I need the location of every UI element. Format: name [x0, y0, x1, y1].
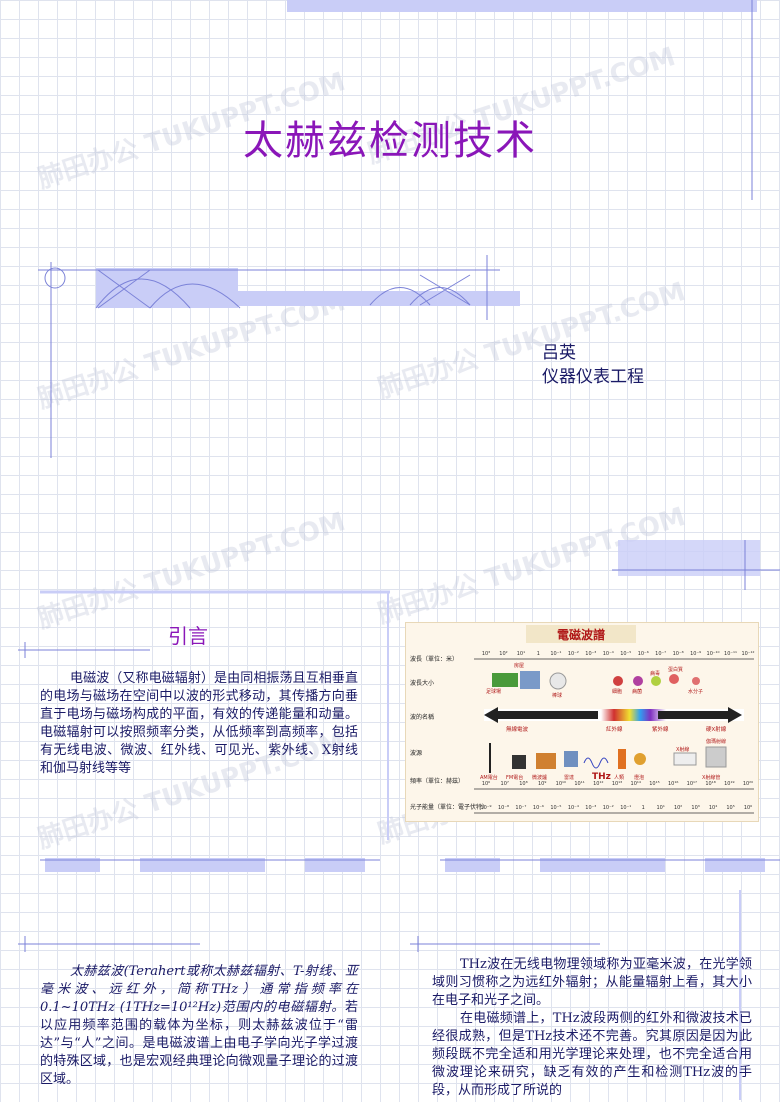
row-label-source: 波源 [410, 749, 422, 757]
slide1-decoration [38, 0, 757, 458]
source-bulb: 燈泡 [634, 774, 644, 781]
thz-properties-paragraph: THz波在无线电物理领域称为亚毫米波，在光学领域则习惯称之为远红外辐射；从能量辐… [432, 956, 752, 1100]
frequency-tick: 10¹³ [612, 781, 622, 787]
source-radar: 雷達 [564, 774, 574, 781]
frequency-tick: 10¹⁷ [687, 781, 697, 787]
em-spectrum-figure: 電磁波譜 波長（單位：米） 波長大小 波的名稱 波源 頻率（單位：赫茲） 光子能… [405, 622, 759, 822]
author-block: 吕英 仪器仪表工程 [542, 341, 644, 389]
frequency-tick: 10¹⁰ [556, 781, 566, 787]
thz-definition-paragraph: 太赫兹波(Terahert或称太赫兹辐射、T-射线、亚毫米波、远红外，简称THz… [40, 963, 358, 1089]
frequency-tick: 10⁹ [538, 781, 546, 787]
source-human: 人類 [614, 774, 624, 781]
thz-definition-rest: 若以应用频率范围的载体为坐标，则太赫兹波位于“雷达”与“人”之间。是电磁波谱上由… [40, 1000, 358, 1087]
source-fm: FM電台 [506, 774, 523, 781]
author-department: 仪器仪表工程 [542, 367, 644, 387]
thz-properties-p2: 在电磁频谱上，THz波段两侧的红外和微波技术已经很成熟，但是THz技术还不完善。… [432, 1011, 752, 1098]
wavelength-tick: 10⁻⁹ [690, 651, 701, 657]
wavelength-tick: 10⁻³ [585, 651, 596, 657]
source-gamma: 伽瑪射線 [706, 738, 726, 745]
section-heading: 引言 [168, 624, 208, 648]
row-label-size: 波長大小 [410, 679, 434, 687]
size-virus: 病毒 [650, 670, 660, 677]
source-xray: X射線 [676, 746, 689, 753]
lower-decoration [18, 540, 780, 1100]
frequency-tick: 10¹¹ [574, 781, 584, 787]
frequency-tick: 10¹⁵ [649, 781, 659, 787]
frequency-tick: 10¹⁴ [631, 781, 641, 787]
energy-tick: 10⁻⁸ [498, 805, 509, 811]
frequency-tick: 10¹⁶ [668, 781, 678, 787]
wavelength-tick: 10⁻⁷ [655, 651, 666, 657]
energy-tick: 10³ [691, 805, 699, 811]
energy-tick: 10⁵ [726, 805, 734, 811]
wavelength-tick: 10⁻⁶ [638, 651, 649, 657]
wave-radio: 無線電波 [506, 725, 529, 733]
wavelength-tick: 10¹ [517, 651, 525, 657]
thz-definition-italic: 太赫兹波(Terahert或称太赫兹辐射、T-射线、亚毫米波、远红外，简称THz… [40, 964, 358, 1015]
energy-tick: 10⁻⁵ [550, 805, 561, 811]
slide-title: 太赫兹检测技术 [243, 118, 537, 164]
source-microwave: 微波爐 [532, 774, 547, 781]
frequency-tick: 10²⁰ [743, 781, 753, 787]
frequency-tick: 10¹² [593, 781, 603, 787]
energy-tick: 10² [674, 805, 682, 811]
wavelength-tick: 10³ [482, 651, 490, 657]
energy-tick: 1 [642, 805, 645, 811]
energy-tick: 10⁴ [709, 805, 717, 811]
energy-tick: 10⁻³ [585, 805, 596, 811]
wavelength-tick: 10⁻¹⁰ [707, 651, 720, 657]
wavelength-tick: 10⁻⁴ [603, 651, 614, 657]
author-name: 吕英 [542, 343, 576, 363]
energy-tick: 10⁻² [603, 805, 614, 811]
energy-tick: 10⁶ [744, 805, 752, 811]
size-football-field: 足球場 [486, 688, 501, 695]
row-label-frequency: 頻率（單位：赫茲） [410, 777, 464, 785]
wavelength-tick: 1 [537, 651, 540, 657]
source-am: AM電台 [480, 774, 498, 781]
intro-paragraph: 电磁波（又称电磁辐射）是由同相振荡且互相垂直的电场与磁场在空间中以波的形式移动，… [40, 671, 358, 776]
wave-hard-xray: 硬X射線 [706, 725, 727, 733]
energy-tick: 10⁻¹ [620, 805, 631, 811]
energy-tick: 10⁻⁶ [533, 805, 544, 811]
frequency-tick: 10¹⁹ [724, 781, 734, 787]
wavelength-tick: 10⁻² [568, 651, 579, 657]
frequency-tick: 10¹⁸ [705, 781, 715, 787]
wavelength-tick: 10⁻⁵ [620, 651, 631, 657]
row-label-wave-name: 波的名稱 [410, 713, 434, 721]
size-cell: 細胞 [612, 688, 622, 695]
size-protein: 蛋白質 [668, 666, 683, 673]
row-label-energy: 光子能量（單位：電子伏特） [410, 803, 488, 811]
source-thz: THz [592, 772, 611, 782]
size-baseball: 棒球 [552, 692, 562, 699]
wavelength-tick: 10⁻⁸ [673, 651, 684, 657]
wavelength-tick: 10⁻¹ [550, 651, 561, 657]
row-label-wavelength: 波長（單位：米） [410, 655, 458, 663]
size-bacteria: 病菌 [632, 688, 642, 695]
size-water-molecule: 水分子 [688, 688, 703, 695]
wavelength-tick: 10² [499, 651, 507, 657]
frequency-tick: 10⁷ [501, 781, 509, 787]
wave-infrared: 紅外線 [606, 725, 623, 733]
wave-ultraviolet: 紫外線 [652, 725, 669, 733]
energy-tick: 10¹ [656, 805, 664, 811]
frequency-tick: 10⁶ [482, 781, 490, 787]
size-house: 房屋 [514, 662, 524, 669]
thz-properties-p1: THz波在无线电物理领域称为亚毫米波，在光学领域则习惯称之为远红外辐射；从能量辐… [432, 957, 752, 1008]
frequency-tick: 10⁸ [519, 781, 527, 787]
wavelength-tick: 10⁻¹² [741, 651, 754, 657]
em-spectrum-diagram: 電磁波譜 波長（單位：米） 波長大小 波的名稱 波源 頻率（單位：赫茲） 光子能… [410, 625, 755, 814]
energy-tick: 10⁻⁷ [515, 805, 526, 811]
figure-title: 電磁波譜 [557, 627, 605, 642]
wavelength-tick: 10⁻¹¹ [724, 651, 737, 657]
energy-tick: 10⁻⁴ [568, 805, 579, 811]
energy-tick: 10⁻⁹ [480, 805, 491, 811]
source-xray-tube: X射線管 [702, 774, 720, 781]
